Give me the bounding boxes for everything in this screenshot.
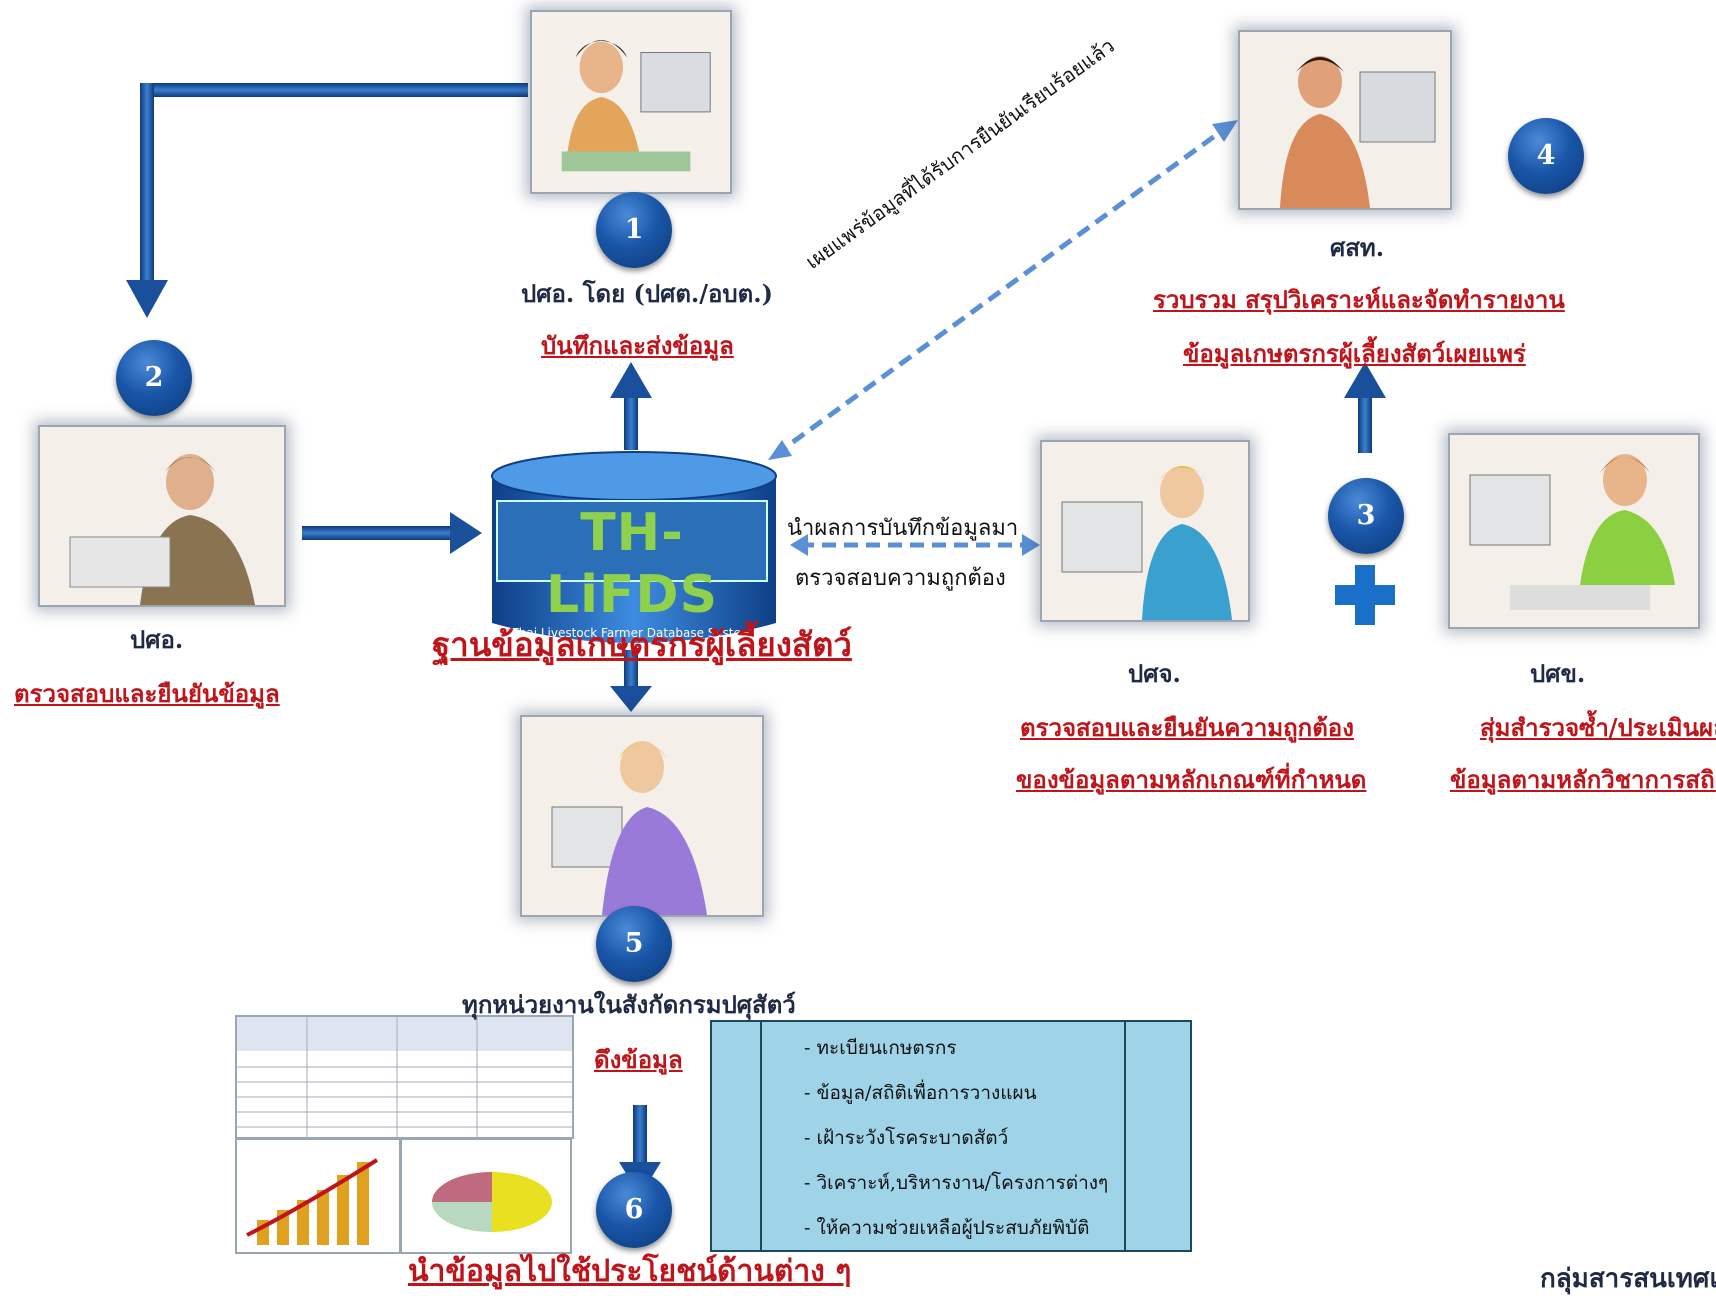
uses-item: - วิเคราะห์,บริหารงาน/โครงการต่างๆ: [804, 1172, 1109, 1194]
photo-step1-officer: [530, 10, 732, 194]
step2-title: ปศอ.: [130, 625, 184, 654]
step-number-5: 5: [596, 906, 672, 982]
uses-item: - ข้อมูล/สถิติเพื่อการวางแผน: [804, 1082, 1037, 1104]
step5-action: ดึงข้อมูล: [594, 1045, 683, 1074]
dashed-arrow-verify: [790, 534, 1040, 556]
uses-list: - ทะเบียนเกษตรกร - ข้อมูล/สถิติเพื่อการว…: [804, 1026, 1108, 1251]
photo-step4-officer: [1238, 30, 1452, 210]
uses-item: - ทะเบียนเกษตรกร: [804, 1037, 957, 1059]
step4-title: ศสท.: [1330, 233, 1385, 262]
arrow-3-to-4: [1344, 362, 1386, 453]
elbow-arrow-1-to-2: [126, 83, 528, 318]
photo-step3-officer-b: [1448, 433, 1700, 629]
data-uses-box: - ทะเบียนเกษตรกร - ข้อมูล/สถิติเพื่อการว…: [710, 1020, 1192, 1252]
verify-link-label-2: ตรวจสอบความถูกต้อง: [795, 566, 1006, 591]
step1-title: ปศอ. โดย (ปศต./อบต.): [521, 279, 773, 308]
step3-title-b: ปศข.: [1530, 659, 1586, 688]
step3-title-a: ปศจ.: [1128, 659, 1181, 688]
step3-action-b-line1: สุ่มสำรวจซ้ำ/ประเมินผล: [1480, 713, 1716, 742]
step1-action: บันทึกและส่งข้อมูล: [541, 331, 734, 360]
photo-step2-officer: [38, 425, 286, 607]
arrow-database-to-1: [610, 362, 652, 450]
report-table-thumbnail: [235, 1015, 574, 1139]
step3-action-b-line2: ข้อมูลตามหลักวิชาการสถิติ: [1450, 765, 1716, 794]
step6-action: นำข้อมูลไปใช้ประโยชน์ด้านต่าง ๆ: [408, 1254, 852, 1289]
database-logo: TH-LiFDS Thai Livestock Farmer Database …: [496, 500, 768, 640]
uses-box-divider-right: [1124, 1022, 1126, 1250]
uses-box-divider-left: [760, 1022, 762, 1250]
plus-icon: [1335, 565, 1395, 625]
database-logo-text: TH-LiFDS: [545, 503, 719, 625]
report-pie-chart-thumbnail: [400, 1138, 572, 1254]
step-number-1: 1: [596, 192, 672, 268]
arrow-2-to-database: [302, 512, 482, 554]
step3-action-a-line2: ของข้อมูลตามหลักเกณฑ์ที่กำหนด: [1016, 765, 1367, 794]
step3-action-a-line1: ตรวจสอบและยืนยันความถูกต้อง: [1020, 713, 1354, 742]
step4-action-line1: รวบรวม สรุปวิเคราะห์และจัดทำรายงาน: [1153, 285, 1565, 314]
step5-title: ทุกหน่วยงานในสังกัดกรมปศุสัตว์: [462, 990, 796, 1019]
step-number-3: 3: [1328, 478, 1404, 554]
verify-link-label-1: นำผลการบันทึกข้อมูลมา: [787, 516, 1019, 541]
step4-action-line2: ข้อมูลเกษตรกรผู้เลี้ยงสัตว์เผยแพร่: [1183, 339, 1526, 368]
photo-step3-officer-a: [1040, 440, 1250, 622]
step-number-4: 4: [1508, 118, 1584, 194]
footer-org-label: กลุ่มสารสนเทศและ: [1540, 1264, 1716, 1294]
photo-step5-officer: [520, 715, 764, 917]
uses-item: - ให้ความช่วยเหลือผู้ประสบภัยพิบัติ: [804, 1217, 1090, 1239]
database-logo-subtitle: Thai Livestock Farmer Database System: [511, 626, 753, 640]
step-number-6: 6: [596, 1172, 672, 1248]
report-bar-chart-thumbnail: [235, 1138, 401, 1254]
database-label: ฐานข้อมูลเกษตรกรผู้เลี้ยงสัตว์: [432, 625, 852, 664]
uses-item: - เฝ้าระวังโรคระบาดสัตว์: [804, 1127, 1009, 1149]
dashed-arrow-publish: [768, 120, 1238, 460]
step-number-2: 2: [116, 340, 192, 416]
step2-action: ตรวจสอบและยืนยันข้อมูล: [14, 679, 280, 708]
arrow-database-to-5: [610, 650, 652, 712]
